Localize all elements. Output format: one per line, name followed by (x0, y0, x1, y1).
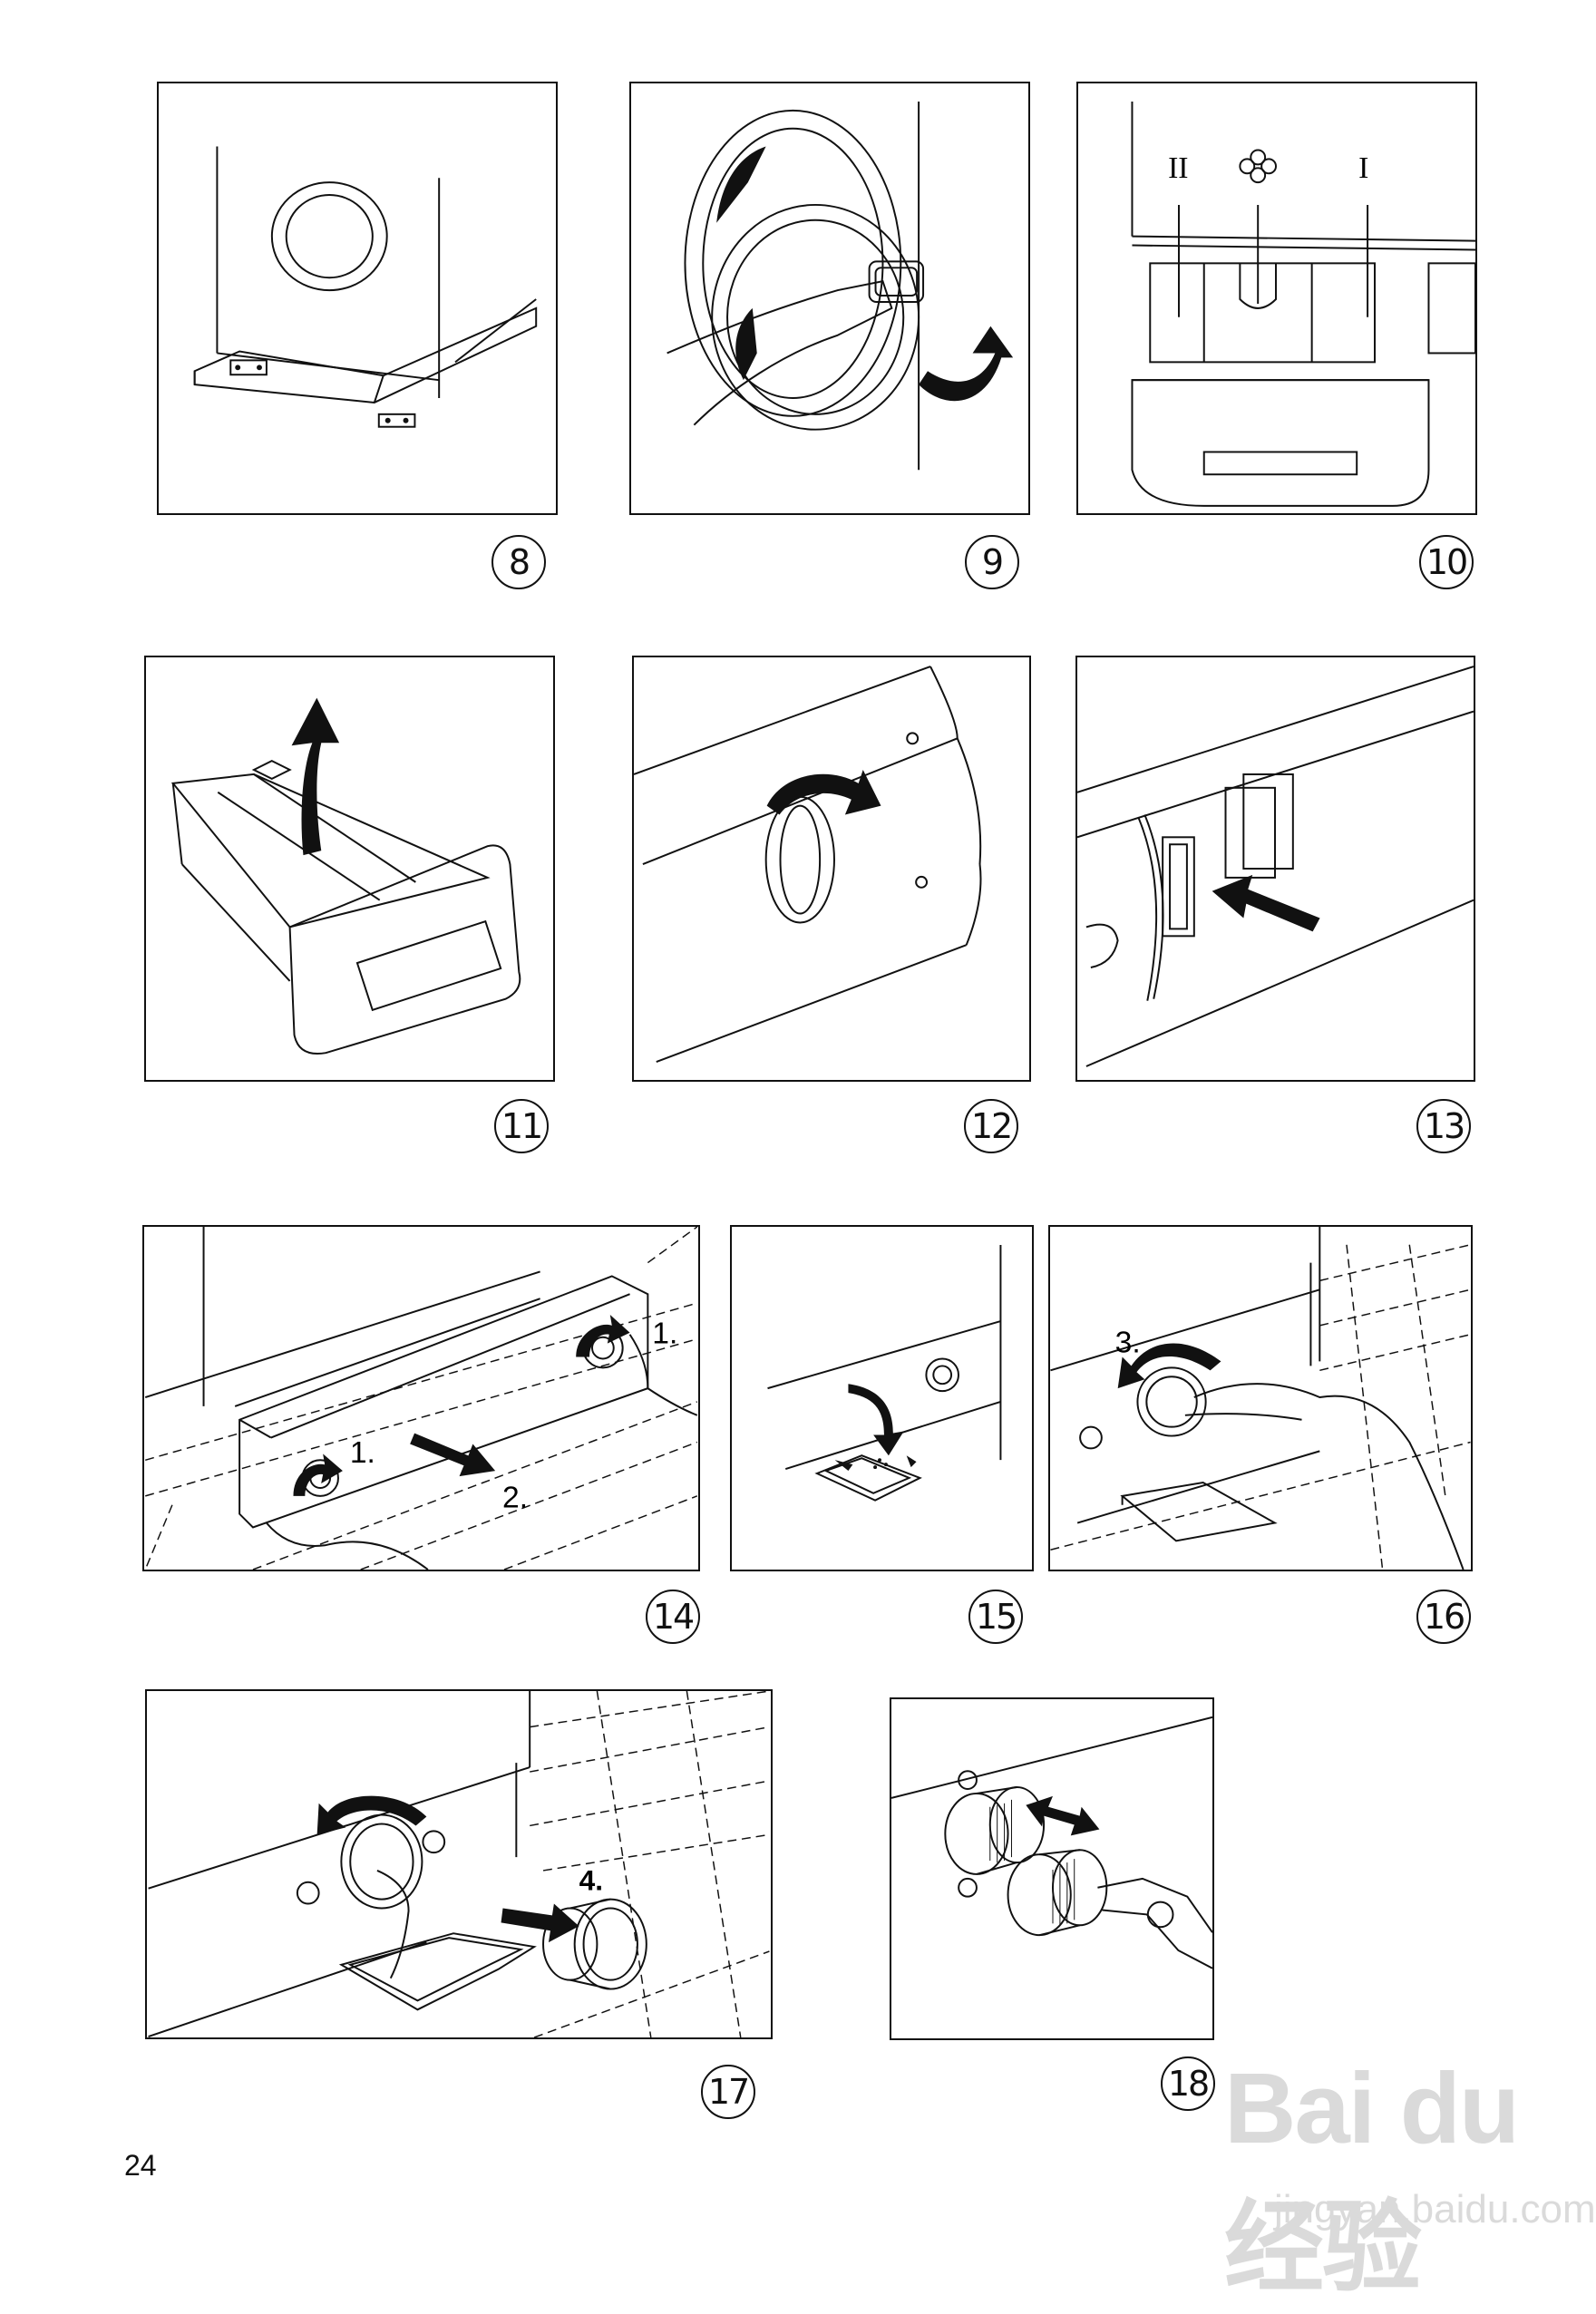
figure-17-panel: 4. (145, 1689, 773, 2039)
figure-10-illustration: II I (1131, 101, 1475, 507)
figure-13-panel (1075, 656, 1475, 1082)
figure-15-panel (730, 1225, 1034, 1571)
step-1-right-label: 1. (652, 1317, 677, 1351)
compartment-label-I: I (1358, 151, 1368, 185)
figure-8-illustration (193, 146, 538, 428)
figure-14-illustration: 1. 1. 2. (144, 1227, 698, 1570)
figure-number-text: 18 (1167, 2064, 1210, 2104)
figure-number-text: 13 (1423, 1106, 1465, 1146)
compartment-label-II: II (1168, 151, 1188, 185)
figure-number-18: 18 (1161, 2056, 1215, 2111)
figure-number-text: 12 (970, 1106, 1013, 1146)
figure-15-illustration (767, 1245, 1002, 1502)
flower-softener-icon (1239, 149, 1277, 184)
step-3-label: 3. (1115, 1327, 1141, 1360)
figure-number-16: 16 (1416, 1590, 1471, 1644)
figure-18-illustration (891, 1716, 1212, 1969)
page-number: 24 (124, 2149, 157, 2182)
figure-number-text: 17 (707, 2072, 750, 2112)
baidu-jingyan-watermark: Bai du 经验 jingyan.baidu.com (1115, 2051, 1596, 2304)
figure-number-9: 9 (965, 535, 1019, 589)
figure-16-panel: 3. (1048, 1225, 1473, 1571)
figure-number-15: 15 (968, 1590, 1023, 1644)
figure-12-illustration (634, 666, 982, 1063)
figure-9-illustration (667, 101, 1014, 471)
figure-number-14: 14 (646, 1590, 700, 1644)
watermark-logo: Bai du 经验 (1224, 2053, 1520, 2304)
figure-number-text: 14 (652, 1597, 695, 1637)
figure-number-10: 10 (1419, 535, 1474, 589)
figure-number-13: 13 (1416, 1099, 1471, 1153)
figure-number-17: 17 (701, 2065, 755, 2119)
figure-8-panel (157, 82, 558, 515)
figure-number-text: 10 (1426, 542, 1468, 582)
figure-number-text: 11 (501, 1106, 543, 1146)
figure-10-panel: II I (1076, 82, 1477, 515)
figure-12-panel (632, 656, 1031, 1082)
figure-14-panel: 1. 1. 2. (142, 1225, 700, 1571)
figure-11-illustration (170, 697, 521, 1055)
figure-number-text: 16 (1423, 1597, 1465, 1637)
figure-13-illustration (1077, 666, 1474, 1067)
step-1-left-label: 1. (350, 1436, 375, 1470)
figure-9-panel (629, 82, 1030, 515)
figure-number-text: 9 (981, 542, 1004, 582)
figure-11-panel (144, 656, 555, 1082)
figure-number-text: 15 (975, 1597, 1017, 1637)
figure-number-text: 8 (508, 542, 530, 582)
figure-number-12: 12 (964, 1099, 1018, 1153)
step-2-label: 2. (502, 1482, 528, 1515)
figure-number-11: 11 (494, 1099, 549, 1153)
figure-16-illustration: 3. (1050, 1227, 1471, 1570)
watermark-url: jingyan.baidu.com (1274, 2187, 1596, 2231)
figure-17-illustration: 4. (148, 1691, 770, 2037)
step-4-label: 4. (579, 1864, 603, 1897)
figure-number-8: 8 (491, 535, 546, 589)
figure-18-panel (890, 1697, 1214, 2040)
